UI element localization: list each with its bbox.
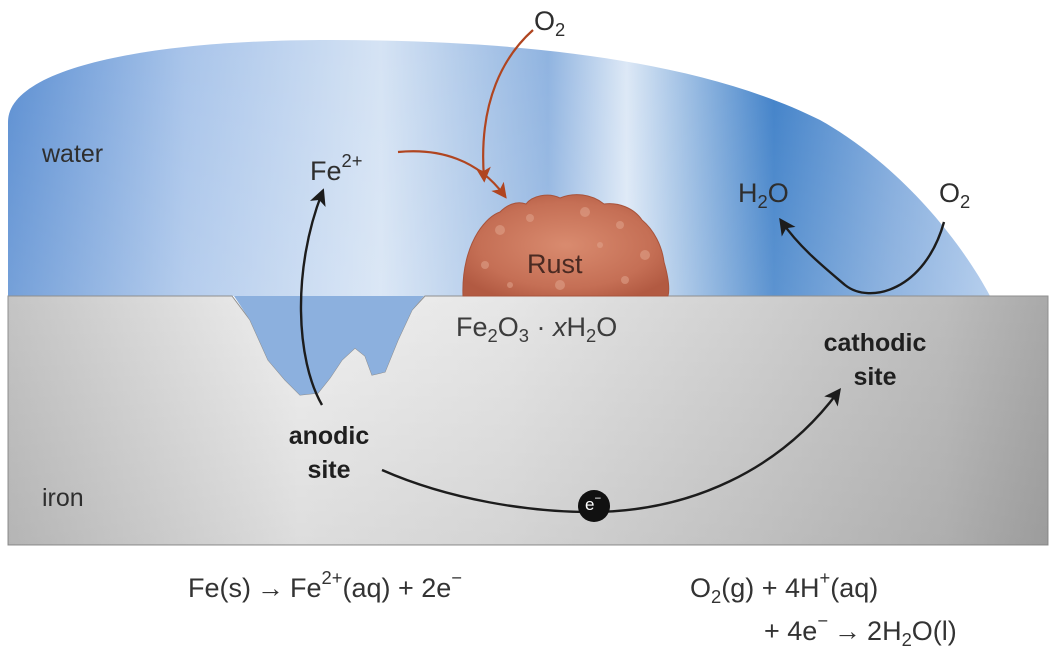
anode-equation: Fe(s)→Fe2+(aq) + 2e−	[188, 567, 463, 603]
cathode-equation-line1: O2(g) + 4H+(aq)	[690, 567, 879, 608]
iron-label: iron	[42, 484, 84, 512]
anodic-site-line1: anodic	[288, 422, 370, 450]
o2-top-label: O2	[534, 6, 566, 41]
fe-ion-arrow	[299, 188, 326, 406]
electron-label: e−	[585, 492, 602, 514]
rust-formula: Fe2O3 · xH2O	[456, 312, 618, 347]
pit-water	[234, 296, 424, 395]
cathode-equation-line2: + 4e−→2H2O(l)	[764, 610, 957, 651]
rust-deposit	[462, 194, 670, 297]
o2-right-label: O2	[939, 178, 971, 213]
water-label: water	[42, 140, 104, 168]
fe-to-rust-arrow	[397, 150, 507, 199]
cathodic-site-label: cathodic site	[800, 327, 950, 395]
electron-ball	[578, 490, 610, 522]
iron-block-shade	[8, 296, 1048, 545]
cathodic-site-line2: site	[853, 362, 897, 391]
rust-label: Rust	[527, 249, 583, 279]
h2o-label: H2O	[738, 178, 789, 213]
water-droplet-shade	[8, 40, 990, 296]
rust-texture	[481, 207, 650, 290]
o2-to-rust-arrow	[475, 29, 534, 183]
anodic-site-line2: site	[307, 455, 351, 484]
anodic-site-label: anodic site	[274, 420, 384, 488]
o2-to-h2o-arrow	[779, 217, 946, 295]
cathodic-site-line1: cathodic	[823, 329, 927, 357]
fe-ion-label: Fe2+	[310, 150, 363, 186]
